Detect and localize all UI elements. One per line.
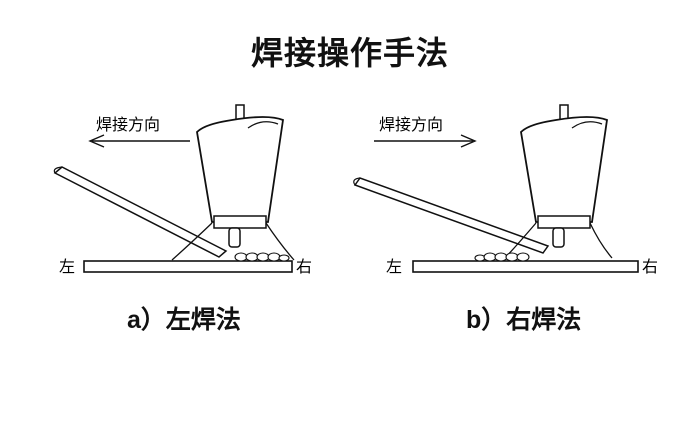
welding-torch <box>520 104 608 248</box>
diagram-title: 焊接操作手法 <box>250 34 449 72</box>
caption-text: 左焊法 <box>165 305 241 334</box>
arrow-head <box>88 134 105 148</box>
weld-bead <box>234 252 290 262</box>
direction-label: 焊接方向 <box>379 115 443 134</box>
filler-rod <box>353 177 550 254</box>
filler-rod <box>53 166 228 258</box>
caption-letter: a） <box>127 306 166 334</box>
caption-right-welding: b）右焊法 <box>466 300 581 336</box>
welding-torch <box>196 104 284 248</box>
side-label-left: 左 <box>386 257 402 276</box>
side-label-right: 右 <box>296 257 312 276</box>
panel-left-welding: 焊接方向 左 右 <box>53 104 312 276</box>
side-label-right: 右 <box>642 257 658 276</box>
direction-label: 焊接方向 <box>96 115 160 134</box>
arrow-head <box>460 134 477 148</box>
flame-outline <box>171 222 295 261</box>
caption-text: 右焊法 <box>506 305 582 334</box>
caption-left-welding: a）左焊法 <box>127 300 241 336</box>
side-label-left: 左 <box>59 257 75 276</box>
weld-bead <box>474 252 530 262</box>
base-plate <box>412 260 639 273</box>
panel-right-welding: 焊接方向 左 右 <box>353 104 658 276</box>
base-plate <box>83 260 293 273</box>
caption-letter: b） <box>466 306 507 334</box>
